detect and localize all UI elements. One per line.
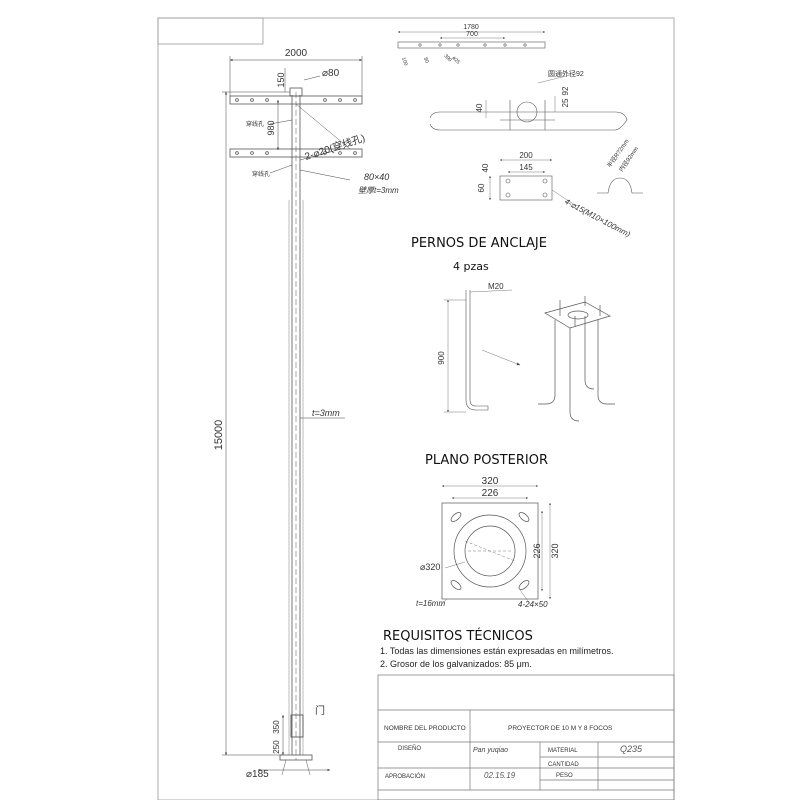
design-label: DISEÑO xyxy=(398,745,421,752)
baseplate-drawing xyxy=(439,485,551,607)
dim-25: 25 xyxy=(561,98,570,107)
bracket-small-1: 100 xyxy=(400,57,409,67)
bracket-small-2: 80 xyxy=(422,57,430,64)
bracket-plate xyxy=(489,159,643,206)
requirements-heading: REQUISITOS TÉCNICOS xyxy=(383,628,533,644)
door-dim-2: 250 xyxy=(272,740,281,754)
product-value: PROYECTOR DE 10 M Y 8 FOCOS xyxy=(508,725,613,732)
material-label: MATERIAL xyxy=(548,748,578,754)
baseplate-outer: 320 xyxy=(482,476,499,487)
door-label: 门 xyxy=(315,704,325,717)
bracket-top-view xyxy=(397,31,546,49)
bracket-clamp-front xyxy=(429,74,628,131)
approval-date: 02.15.19 xyxy=(484,771,516,780)
weight-label: PESO xyxy=(556,773,573,779)
arm-note: 2-⌀20(穿线孔) xyxy=(303,131,367,163)
pole-height: 15000 xyxy=(213,420,225,451)
requirements-item-1: 1. Todas las dimensiones están expresada… xyxy=(380,646,613,656)
baseplate-side-outer: 320 xyxy=(550,543,560,558)
crossarm-width: 2000 xyxy=(285,48,308,59)
pole-dimensions xyxy=(222,56,363,772)
dim-side-60: 60 xyxy=(477,183,486,192)
bracket-top-labels: 1780 700 100 80 300 ø25 xyxy=(400,24,479,67)
title-block xyxy=(377,674,675,800)
anchor-length: 900 xyxy=(437,351,446,365)
hole-label-top: 穿线孔 xyxy=(246,120,264,128)
sheet-frame xyxy=(157,17,675,800)
top-offset: 150 xyxy=(276,72,286,87)
baseplate-diameter: ⌀320 xyxy=(420,562,440,572)
corner-block xyxy=(157,17,264,45)
dim-40: 40 xyxy=(475,103,484,112)
bracket-small-4: ø25 xyxy=(451,55,461,65)
bracket-clamp-labels: 圆通外径92 92 25 40 xyxy=(475,69,584,112)
bracket-inner: 700 xyxy=(466,31,478,38)
dim-145: 145 xyxy=(519,163,533,172)
pole-labels: 2000 150 ⌀80 980 2-⌀20(穿线孔) 穿线孔 穿线孔 80×4… xyxy=(213,48,399,780)
requirements-item-2: 2. Grosor de los galvanizados: 85 μm. xyxy=(380,659,532,669)
hole-label-bottom: 穿线孔 xyxy=(252,170,270,178)
arm-section: 80×40 xyxy=(364,172,389,182)
door-dim-1: 350 xyxy=(272,720,281,734)
clamp-note: 4-⌀15(M10×100mm) xyxy=(563,197,632,239)
top-diameter: ⌀80 xyxy=(322,68,340,79)
anchor-thread: M20 xyxy=(488,282,504,291)
bracket-small-3: 300 xyxy=(443,53,453,63)
approval-label: APROBACIÓN xyxy=(385,773,425,780)
arm-spacing: 980 xyxy=(266,120,276,135)
baseplate-heading: PLANO POSTERIOR xyxy=(425,453,548,468)
baseplate-thickness: t=16mm xyxy=(416,599,445,608)
anchor-bolt-single xyxy=(444,289,521,413)
bracket-plate-labels: 200 145 40 60 4-⌀15(M10×100mm) 半径R?2mm 内… xyxy=(477,138,640,240)
bracket-total: 1780 xyxy=(463,24,479,31)
baseplate-side-inner: 226 xyxy=(532,543,542,558)
arm-wall: 壁厚t=3mm xyxy=(358,186,399,195)
design-signature: Pan yuqiao xyxy=(473,747,508,754)
anchor-heading: PERNOS DE ANCLAJE xyxy=(411,236,547,251)
product-label: NOMBRE DEL PRODUCTO xyxy=(384,725,466,732)
quantity-label: CANTIDAD xyxy=(548,762,579,768)
tube-label: 圆通外径92 xyxy=(548,69,584,78)
wall-thickness: t=3mm xyxy=(312,408,340,418)
pole-drawing xyxy=(229,87,363,776)
baseplate-inner: 226 xyxy=(482,488,499,499)
anchor-quantity: 4 pzas xyxy=(453,260,489,273)
material-value: Q235 xyxy=(620,744,643,754)
baseplate-holes: 4-24×50 xyxy=(518,600,548,609)
anchor-cage-iso xyxy=(538,296,615,422)
base-diameter: ⌀185 xyxy=(246,769,269,780)
dim-side-40: 40 xyxy=(481,163,490,172)
dim-200: 200 xyxy=(519,151,533,160)
dim-92: 92 xyxy=(561,86,570,95)
